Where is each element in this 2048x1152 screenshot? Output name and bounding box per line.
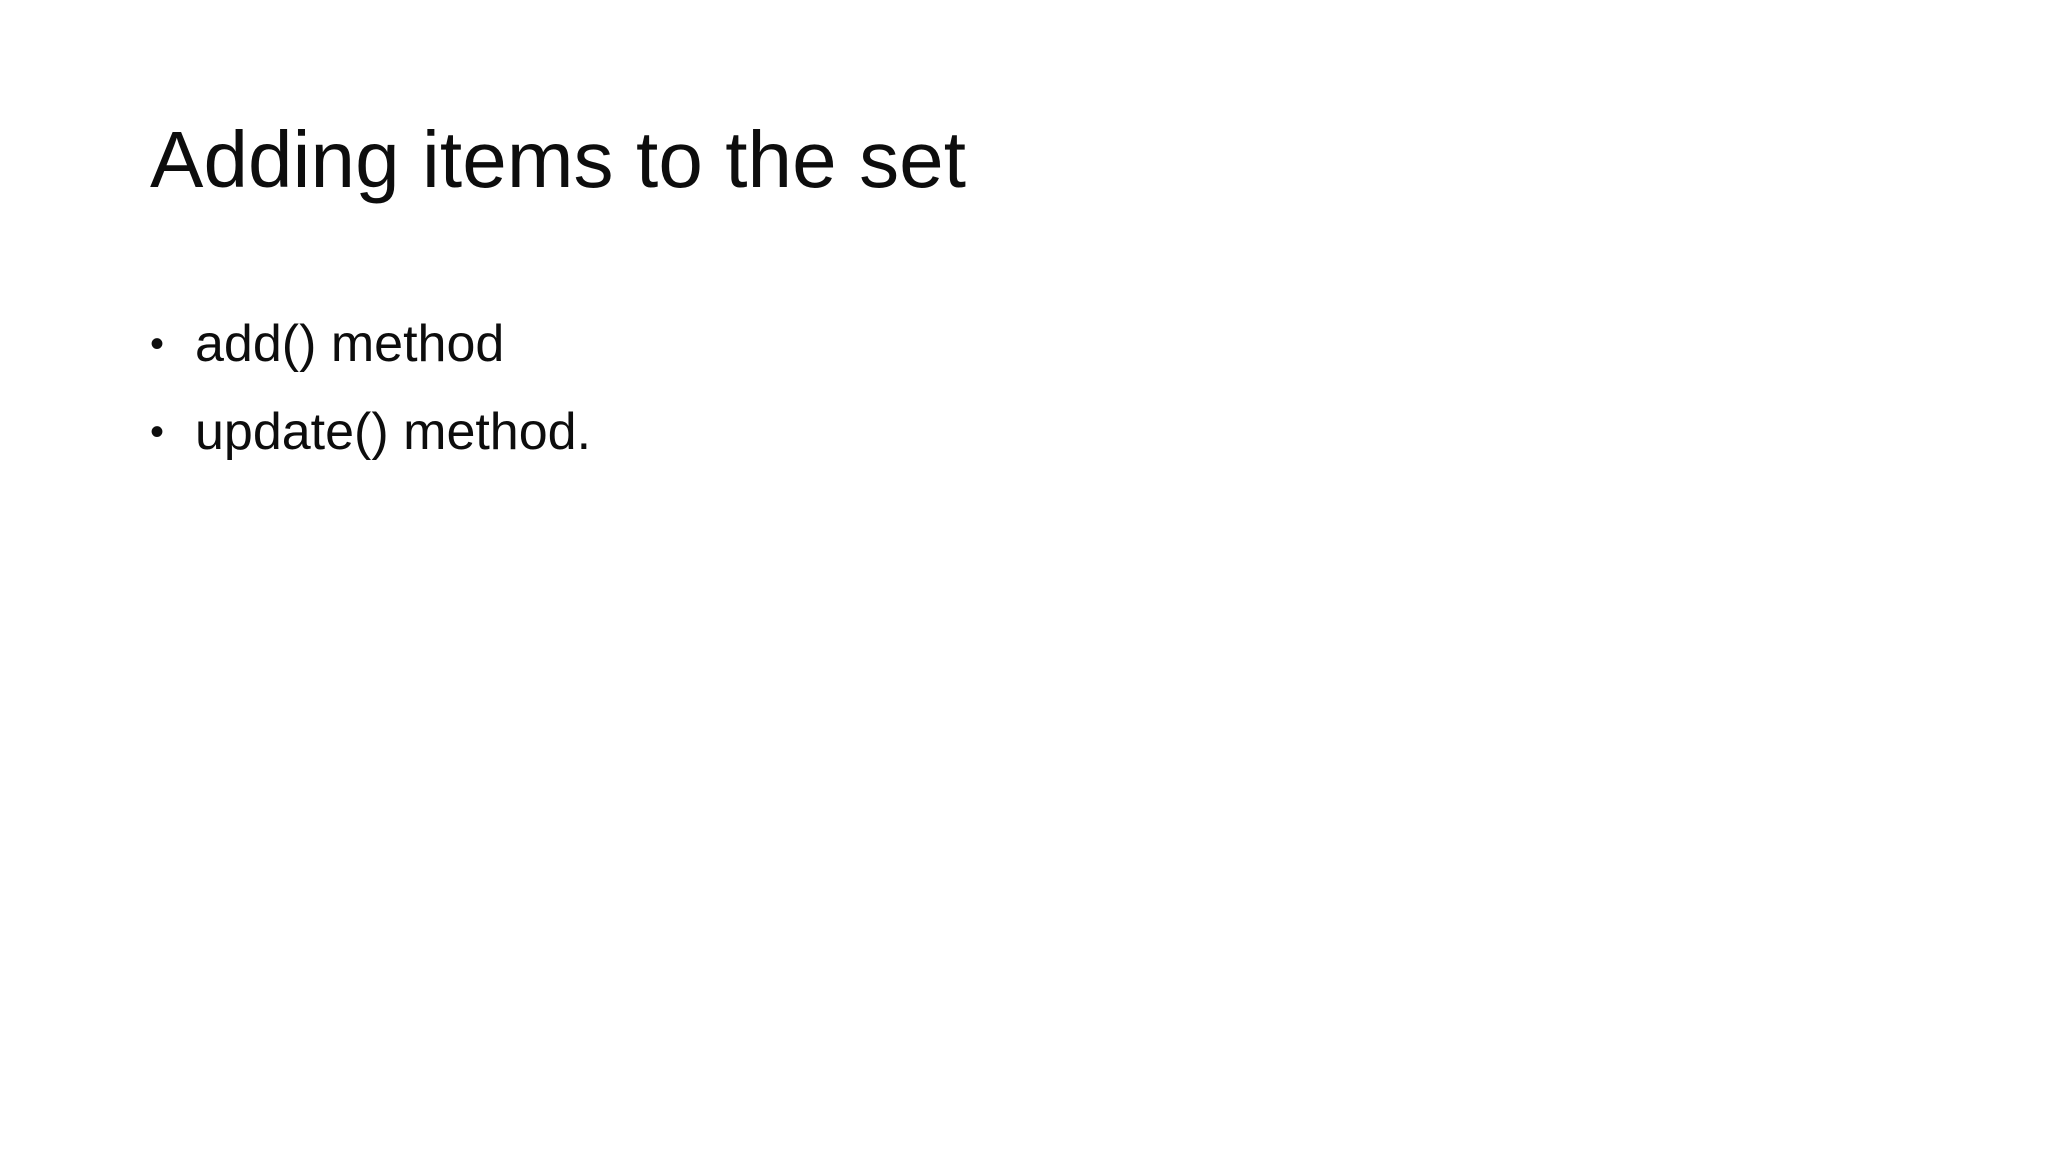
page-title: Adding items to the set	[150, 115, 967, 204]
content-placeholder[interactable]: • add() method • update() method.	[150, 300, 1900, 476]
bullet-point-icon: •	[150, 322, 165, 366]
list-item[interactable]: • update() method.	[150, 388, 1900, 476]
title-placeholder[interactable]: Adding items to the set	[150, 120, 1900, 200]
bullet-point-icon: •	[150, 410, 165, 454]
list-item-label: add() method	[195, 315, 505, 373]
list-item-label: update() method.	[195, 403, 592, 461]
bullet-list: • add() method • update() method.	[150, 300, 1900, 476]
list-item[interactable]: • add() method	[150, 300, 1900, 388]
